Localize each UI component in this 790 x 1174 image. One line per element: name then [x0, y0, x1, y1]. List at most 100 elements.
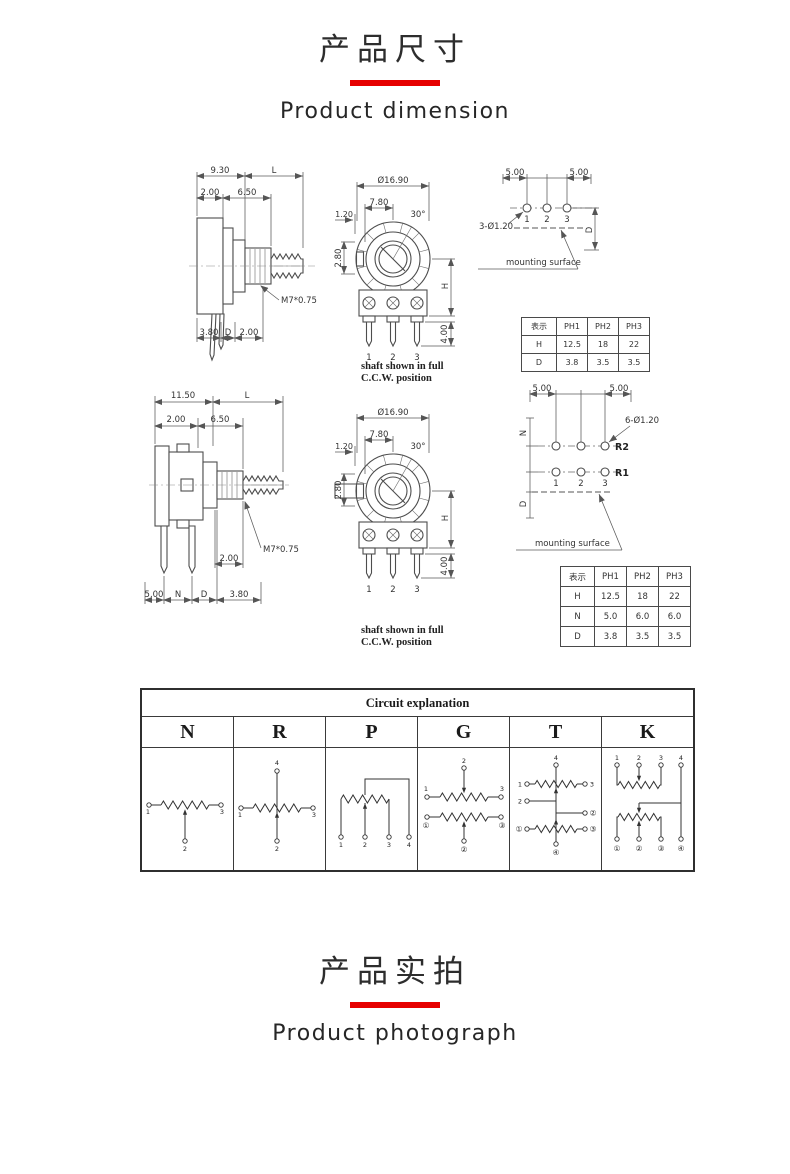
table-cell: 3.8	[556, 353, 588, 372]
table-row: 表示 PH1 PH2 PH3	[560, 566, 691, 587]
mounting-drawing-b: 5.00 5.00 R2 6-Ø1.20 R1 1 2 3 N D mounti…	[516, 384, 659, 551]
pin-label: 2	[390, 353, 395, 363]
gang-label: R2	[615, 442, 629, 453]
circuit-diagram-p: 1 2 3 4	[337, 778, 412, 849]
table-cell: 22	[658, 586, 691, 607]
circuit-diagram-t: 4 1 3 2 ② ① ③ ④	[515, 754, 596, 857]
circuit-diagram-r: 4 1 3 2	[237, 759, 315, 853]
caption: shaft shown in full	[361, 625, 444, 636]
terminal-label: 3	[311, 811, 315, 819]
dim-label: Ø16.90	[377, 175, 408, 186]
dim-label: 3.80	[200, 328, 219, 338]
dim-label: 5.00	[570, 168, 589, 178]
terminal-label: 2	[274, 845, 278, 853]
terminal-label: 3	[386, 841, 390, 849]
hole-label: 2	[578, 479, 583, 489]
caption: C.C.W. position	[361, 373, 432, 384]
table-cell: 18	[587, 335, 619, 354]
table-cell: 3.5	[618, 353, 650, 372]
dim-label: N	[175, 590, 181, 600]
terminal-label: 1	[517, 781, 521, 789]
section-header-dimension: 产品尺寸 Product dimension	[0, 24, 790, 124]
terminal-label: 2	[362, 841, 366, 849]
terminal-label: 4	[406, 841, 410, 849]
table-header: PH2	[626, 566, 659, 587]
circuit-cell-k: 1 2 3 4 ① ② ③ ④	[601, 747, 695, 872]
terminal-label: ③	[589, 825, 596, 834]
front-view-drawing-b: shaft shown in full C.C.W. position	[333, 388, 473, 648]
dim-label: 2.00	[167, 415, 186, 425]
hole-count-label: 3-Ø1.20	[479, 221, 513, 232]
table-cell: D	[521, 353, 557, 372]
dim-label: 5.00	[145, 590, 164, 600]
table-cell: 3.5	[587, 353, 619, 372]
dimension-title-cn: 产品尺寸	[319, 32, 471, 68]
table-header: PH3	[658, 566, 691, 587]
dim-label: 2.80	[334, 249, 344, 268]
terminal-label: 2	[461, 757, 465, 765]
hole-label: 1	[553, 479, 558, 489]
red-underline	[350, 80, 440, 86]
terminal-label: ③	[657, 844, 664, 853]
circuit-type-k: K	[601, 716, 695, 748]
dim-label: 7.80	[370, 198, 389, 208]
photograph-title-en: Product photograph	[272, 1021, 518, 1046]
dim-label: 5.00	[533, 384, 552, 394]
circuit-table-title: Circuit explanation	[140, 688, 695, 717]
spec-table-1: 表示 PH1 PH2 PH3 H 12.5 18 22 D 3.8 3.5 3.…	[521, 317, 650, 372]
circuit-cell-r: 4 1 3 2	[233, 747, 326, 872]
table-cell: 6.0	[658, 606, 691, 627]
table-header: PH3	[618, 317, 650, 336]
surface-label: mounting surface	[535, 539, 610, 549]
terminal-label: 1	[145, 808, 149, 816]
table-row: H 12.5 18 22	[521, 335, 650, 354]
dim-label: N	[519, 430, 529, 436]
circuit-diagram-n: 1 3 2	[145, 800, 224, 853]
circuit-cell-t: 4 1 3 2 ② ① ③ ④	[509, 747, 602, 872]
dim-label: L	[272, 166, 277, 176]
table-header: 表示	[521, 317, 557, 336]
table-cell: H	[560, 586, 595, 607]
dim-label: 4.00	[440, 325, 450, 344]
dim-label: D	[519, 500, 529, 507]
terminal-label: ④	[677, 844, 684, 853]
dimension-title-en: Product dimension	[280, 99, 510, 124]
dim-label: 6.50	[238, 188, 257, 198]
terminal-label: ②	[589, 809, 596, 818]
terminal-label: ③	[498, 821, 505, 830]
circuit-type-n: N	[140, 716, 234, 748]
hole-label: 2	[544, 215, 549, 225]
dim-label: 5.00	[610, 384, 629, 394]
table-cell: 12.5	[556, 335, 588, 354]
gang-label: R1	[615, 468, 629, 479]
table-cell: 6.0	[626, 606, 659, 627]
terminal-label: ④	[552, 848, 559, 857]
circuit-type-t: T	[509, 716, 602, 748]
table-row: 1 3 2 4 1 3	[140, 747, 695, 872]
circuit-cell-p: 1 2 3 4	[325, 747, 418, 872]
terminal-label: 3	[658, 754, 662, 762]
spec-table-2: 表示 PH1 PH2 PH3 H 12.5 18 22 N 5.0 6.0 6.…	[560, 566, 691, 647]
table-row: D 3.8 3.5 3.5	[521, 353, 650, 372]
terminal-label: ①	[422, 821, 429, 830]
table-cell: 18	[626, 586, 659, 607]
terminal-label: ②	[635, 844, 642, 853]
pin-label: 1	[366, 353, 371, 363]
table-header: 表示	[560, 566, 595, 587]
table-header: PH2	[587, 317, 619, 336]
caption: C.C.W. position	[361, 637, 432, 648]
circuit-cell-g: 2 1 3 ① ③ ②	[417, 747, 510, 872]
circuit-type-g: G	[417, 716, 510, 748]
thread-label: M7*0.75	[263, 545, 299, 555]
terminal-label: 4	[678, 754, 682, 762]
table-header: PH1	[556, 317, 588, 336]
terminal-label: 1	[614, 754, 618, 762]
dim-label: 2.00	[220, 554, 239, 564]
dim-label: 1.20	[335, 210, 353, 219]
caption: shaft shown in full	[361, 361, 444, 372]
table-cell: 12.5	[594, 586, 627, 607]
terminal-label: 4	[553, 754, 557, 762]
angle-label: 30°	[410, 210, 425, 220]
table-header: PH1	[594, 566, 627, 587]
terminal-label: ②	[460, 845, 467, 854]
